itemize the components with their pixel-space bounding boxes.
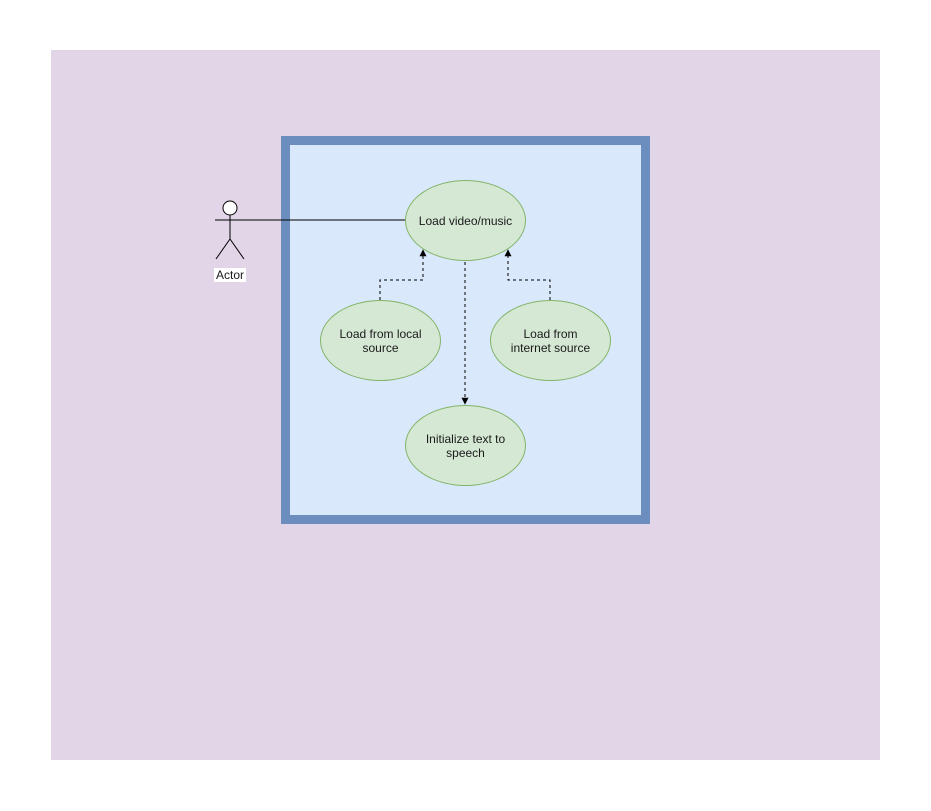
usecase-load-local: Load from local source [320,300,441,381]
usecase-load-local-label: Load from local source [339,326,422,355]
dashed-arrow-internet-to-load [504,249,551,300]
usecase-init-tts-label: Initialize text to speech [425,431,506,460]
usecase-load-media-label: Load video/music [418,213,513,228]
actor-right-leg [229,238,245,260]
dashed-arrow-local-to-load [379,249,427,300]
actor-figure [215,200,245,260]
actor-left-leg [215,238,231,260]
usecase-load-internet-label: Load from internet source [510,326,591,355]
usecase-load-media: Load video/music [405,180,526,261]
usecase-init-tts: Initialize text to speech [405,405,526,486]
usecase-load-internet: Load from internet source [490,300,611,381]
actor-head [222,200,238,216]
actor-label: Actor [214,268,246,282]
